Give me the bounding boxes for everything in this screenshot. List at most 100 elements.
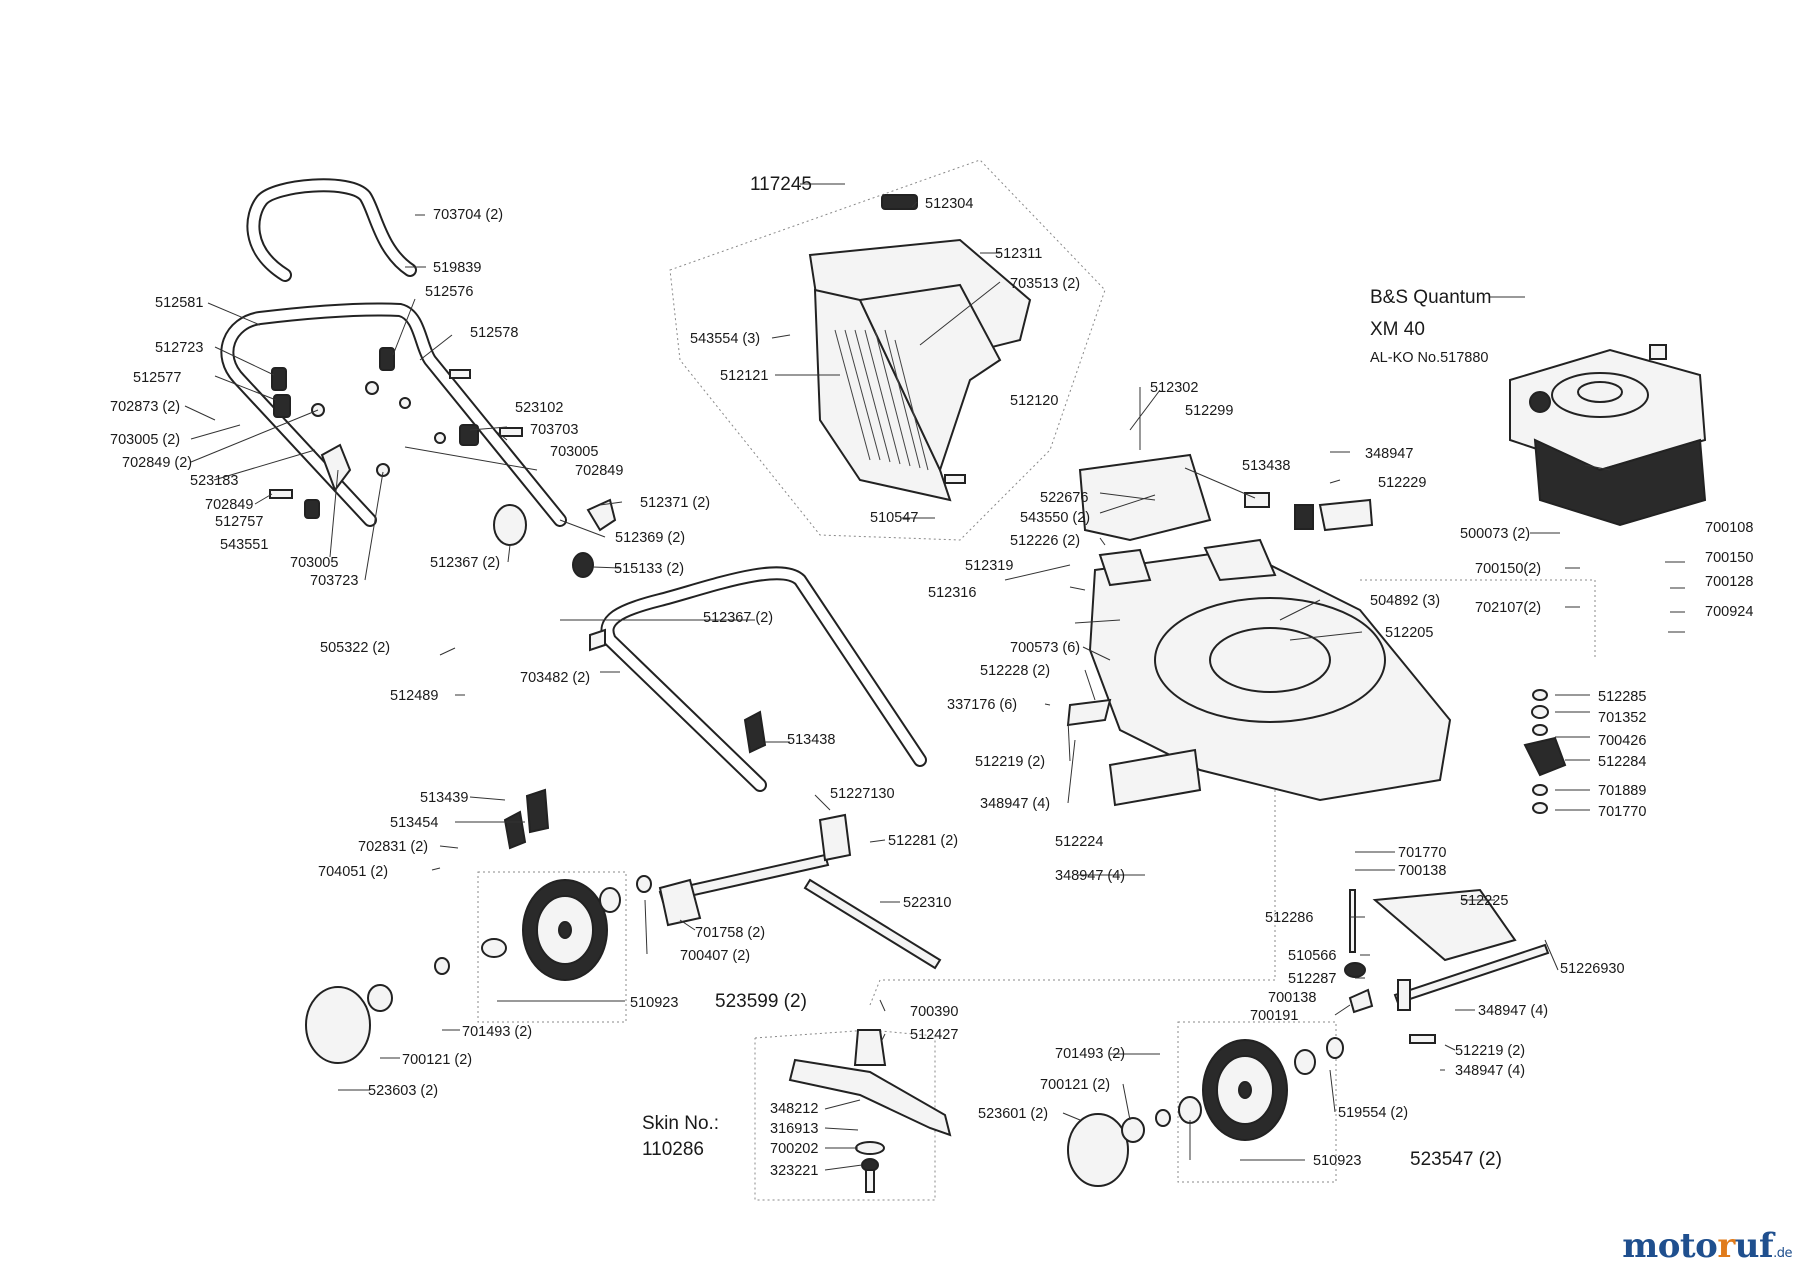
part-label: 505322 (2) (320, 640, 390, 656)
part-label: 512577 (133, 370, 181, 386)
grass-box (808, 194, 1032, 502)
front-axle (1344, 888, 1550, 1044)
assembly-label-rear-wheel: 523599 (2) (715, 991, 807, 1012)
part-label: 700924 (1705, 604, 1753, 620)
part-label: 700108 (1705, 520, 1753, 536)
engine-model: XM 40 (1370, 319, 1425, 340)
part-label: 702849 (575, 463, 623, 479)
part-label: 703005 (550, 444, 598, 460)
part-label: 512226 (2) (1010, 533, 1080, 549)
part-label: 513439 (420, 790, 468, 806)
skin-label: Skin No.: (642, 1113, 719, 1134)
engine (1509, 344, 1707, 527)
part-label: 700150 (1705, 550, 1753, 566)
part-label: 512304 (925, 196, 973, 212)
assembly-label-grass-box: 117245 (750, 174, 812, 195)
rear-wheel-group-outline (477, 871, 627, 1023)
part-label: 701758 (2) (695, 925, 765, 941)
part-label: 316913 (770, 1121, 818, 1137)
part-label: 51227130 (830, 786, 895, 802)
deck-link-outline (869, 790, 1276, 1006)
part-label: 512205 (1385, 625, 1433, 641)
part-label: 701493 (2) (1055, 1046, 1125, 1062)
part-label: 512576 (425, 284, 473, 300)
part-label: 510923 (1313, 1153, 1361, 1169)
engine-link-outline (1360, 579, 1596, 660)
part-label: 512367 (2) (430, 555, 500, 571)
part-label: 512311 (995, 246, 1042, 262)
part-label: 512723 (155, 340, 203, 356)
part-label: 704051 (2) (318, 864, 388, 880)
part-label: 512371 (2) (640, 495, 710, 511)
part-label: 512284 (1598, 754, 1646, 770)
rear-height-knob (1523, 689, 1567, 814)
part-label: 512286 (1265, 910, 1313, 926)
part-label: 522676 (1040, 490, 1088, 506)
part-label: 700150(2) (1475, 561, 1541, 577)
part-label: 512427 (910, 1027, 958, 1043)
upper-handle-frame (220, 302, 567, 527)
part-label: 700138 (1398, 863, 1446, 879)
part-label: 512757 (215, 514, 263, 530)
part-label: 543554 (3) (690, 331, 760, 347)
rear-hubcap (305, 984, 393, 1064)
part-label: 522310 (903, 895, 951, 911)
part-label: 523601 (2) (978, 1106, 1048, 1122)
front-wheel (1155, 1037, 1344, 1141)
part-label: 348947 (4) (1055, 868, 1125, 884)
part-label: 703513 (2) (1010, 276, 1080, 292)
part-label: 703704 (2) (433, 207, 503, 223)
part-label: 510923 (630, 995, 678, 1011)
mower-deck (1066, 453, 1452, 807)
part-label: 701770 (1398, 845, 1446, 861)
part-label: 702831 (2) (358, 839, 428, 855)
part-label: 348212 (770, 1101, 818, 1117)
part-label: 703703 (530, 422, 578, 438)
part-label: 504892 (3) (1370, 593, 1440, 609)
upper-handle-bar (246, 178, 417, 282)
part-label: 337176 (6) (947, 697, 1017, 713)
part-label: 543550 (2) (1020, 510, 1090, 526)
part-label: 512578 (470, 325, 518, 341)
part-label: 512581 (155, 295, 203, 311)
part-label: 512302 (1150, 380, 1198, 396)
part-label: 512219 (2) (975, 754, 1045, 770)
part-label: 701889 (1598, 783, 1646, 799)
part-label: 703482 (2) (520, 670, 590, 686)
part-labels: 703704 (2) 519839 512581 512576 512578 5… (110, 174, 1753, 1179)
part-label: 323221 (770, 1163, 818, 1179)
height-adjust-wheel-upper (493, 498, 617, 578)
front-hubcap (1067, 1113, 1145, 1187)
blade-group-outline (754, 1029, 936, 1201)
part-label: 700191 (1250, 1008, 1298, 1024)
part-label: 348947 (4) (1478, 1003, 1548, 1019)
part-label: 700121 (2) (1040, 1077, 1110, 1093)
part-label: 519554 (2) (1338, 1105, 1408, 1121)
part-label: 703005 (2) (110, 432, 180, 448)
part-label: 510566 (1288, 948, 1336, 964)
part-label: 512299 (1185, 403, 1233, 419)
part-label: 700426 (1598, 733, 1646, 749)
part-label: 703005 (290, 555, 338, 571)
part-label: 512224 (1055, 834, 1103, 850)
part-label: 515133 (2) (614, 561, 684, 577)
part-label: 512225 (1460, 893, 1508, 909)
part-label: 703723 (310, 573, 358, 589)
rear-wheel (434, 875, 652, 981)
part-label: 512287 (1288, 971, 1336, 987)
rear-axle (658, 813, 942, 970)
part-label: 510547 (870, 510, 918, 526)
part-label: 702849 (2) (122, 455, 192, 471)
part-label: 523603 (2) (368, 1083, 438, 1099)
part-label: 700138 (1268, 990, 1316, 1006)
part-label: 702107(2) (1475, 600, 1541, 616)
part-label: 348947 (4) (980, 796, 1050, 812)
part-label: 701352 (1598, 710, 1646, 726)
part-label: 512367 (2) (703, 610, 773, 626)
engine-alko-number: AL-KO No.517880 (1370, 350, 1489, 366)
part-label: 512319 (965, 558, 1013, 574)
engine-title: B&S Quantum (1370, 287, 1491, 308)
part-label: 512228 (2) (980, 663, 1050, 679)
part-label: 700202 (770, 1141, 818, 1157)
